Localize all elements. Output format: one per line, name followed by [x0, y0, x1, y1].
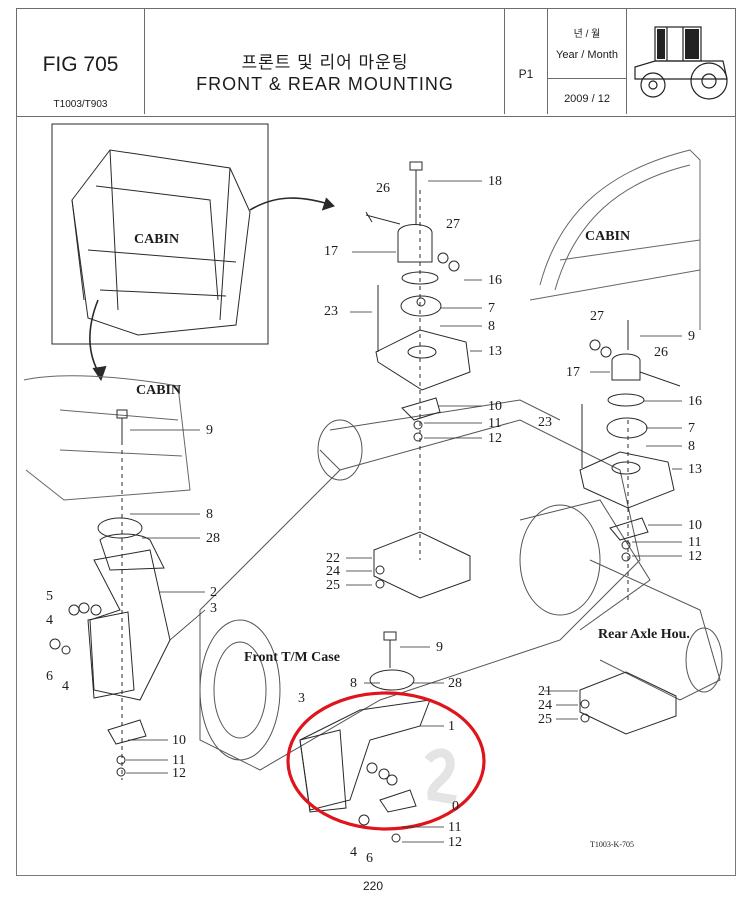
part-number: 24: [326, 564, 340, 579]
part-number: 8: [350, 676, 357, 691]
part-number: 21: [538, 684, 552, 699]
part-number: 4: [350, 845, 357, 860]
arrow-inset-to-rear: [249, 197, 333, 211]
part-number: 0: [452, 799, 459, 814]
year-month-korean: 년 / 월: [573, 29, 601, 40]
page-code-cell: P1: [505, 9, 548, 114]
part-number: 27: [590, 309, 604, 324]
part-number: 16: [488, 273, 502, 288]
part-number: 5: [46, 589, 53, 604]
part-number: 6: [46, 669, 53, 684]
part-number: 23: [538, 415, 552, 430]
label-cabin-rear: CABIN: [585, 229, 631, 244]
part-number: 16: [688, 394, 702, 409]
part-number: 9: [206, 423, 213, 438]
part-number: 28: [448, 676, 462, 691]
part-number: 10: [172, 733, 186, 748]
callout-circle: [286, 691, 486, 831]
part-number: 8: [206, 507, 213, 522]
part-number: 13: [488, 344, 502, 359]
fig-cell: FIG 705 T1003/T903: [17, 9, 145, 114]
part-number: 27: [446, 217, 460, 232]
part-number: 12: [448, 835, 462, 850]
part-number: 6: [366, 851, 373, 866]
part-number: 7: [488, 301, 495, 316]
part-number: 9: [688, 329, 695, 344]
part-number: 12: [172, 766, 186, 781]
part-number: 7: [688, 421, 695, 436]
part-number: 3: [298, 691, 305, 706]
part-number: 22: [326, 551, 340, 566]
label-cabin-inset: CABIN: [134, 232, 180, 247]
page-number: 220: [362, 879, 384, 893]
part-number: 10: [688, 518, 702, 533]
mount-plate-21: [579, 671, 677, 735]
page-code: P1: [518, 67, 534, 81]
label-cabin-front: CABIN: [136, 383, 182, 398]
part-number: 3: [210, 601, 217, 616]
part-number: 12: [688, 549, 702, 564]
part-number: 10: [488, 399, 502, 414]
part-number: 23: [324, 304, 338, 319]
erased-mark: [424, 748, 457, 805]
fig-number: FIG 705: [42, 53, 119, 76]
part-number: 25: [538, 712, 552, 727]
label-front-tm-case: Front T/M Case: [244, 650, 340, 665]
part-number: 12: [488, 431, 502, 446]
part-number: 28: [206, 531, 220, 546]
inset-box: [51, 123, 269, 345]
year-month-label: Year / Month: [556, 49, 618, 61]
title-cell: 프론트 및 리어 마운팅 FRONT & REAR MOUNTING: [145, 9, 505, 114]
tractor-icon: [634, 26, 728, 100]
date-divider: [548, 78, 626, 79]
part-number: 2: [210, 585, 217, 600]
rear-mount-right-stack: [579, 320, 681, 600]
part-number: 1: [448, 719, 455, 734]
part-number: 11: [448, 820, 462, 835]
front-cabin-sketch: [23, 375, 191, 501]
mount-plate-22: [373, 531, 471, 599]
leader-lines: [126, 180, 682, 843]
front-left-mount: [49, 409, 171, 780]
part-number: 11: [488, 416, 502, 431]
part-number: 8: [688, 439, 695, 454]
transmission-housing: [199, 399, 723, 771]
part-number: 26: [654, 345, 668, 360]
arrow-inset-to-front: [89, 299, 101, 376]
drawing-code: T1003-K-705: [590, 840, 634, 849]
cabin-frame-inset: [71, 149, 251, 336]
part-number: 4: [62, 679, 69, 694]
part-number: 25: [326, 578, 340, 593]
title-block: FIG 705 T1003/T903 프론트 및 리어 마운팅 FRONT & …: [16, 8, 736, 117]
part-number: 26: [376, 181, 390, 196]
label-rear-axle-housing: Rear Axle Hou.: [598, 627, 690, 642]
part-number: 24: [538, 698, 552, 713]
title-english: FRONT & REAR MOUNTING: [196, 74, 454, 94]
part-number: 8: [488, 319, 495, 334]
date-cell: 년 / 월 Year / Month 2009 / 12: [548, 9, 627, 114]
part-number: 4: [46, 613, 53, 628]
issue-date: 2009 / 12: [564, 93, 610, 105]
title-korean: 프론트 및 리어 마운팅: [241, 53, 409, 72]
part-number: 13: [688, 462, 702, 477]
rear-mount-upper-stack: [365, 161, 471, 560]
part-number: 17: [566, 365, 580, 380]
rear-cabin-sketch: [529, 149, 701, 330]
part-number: 11: [688, 535, 702, 550]
part-number: 9: [436, 640, 443, 655]
part-number: 11: [172, 753, 186, 768]
part-number: 18: [488, 174, 502, 189]
model-code: T1003/T903: [53, 99, 108, 110]
part-number: 17: [324, 244, 338, 259]
